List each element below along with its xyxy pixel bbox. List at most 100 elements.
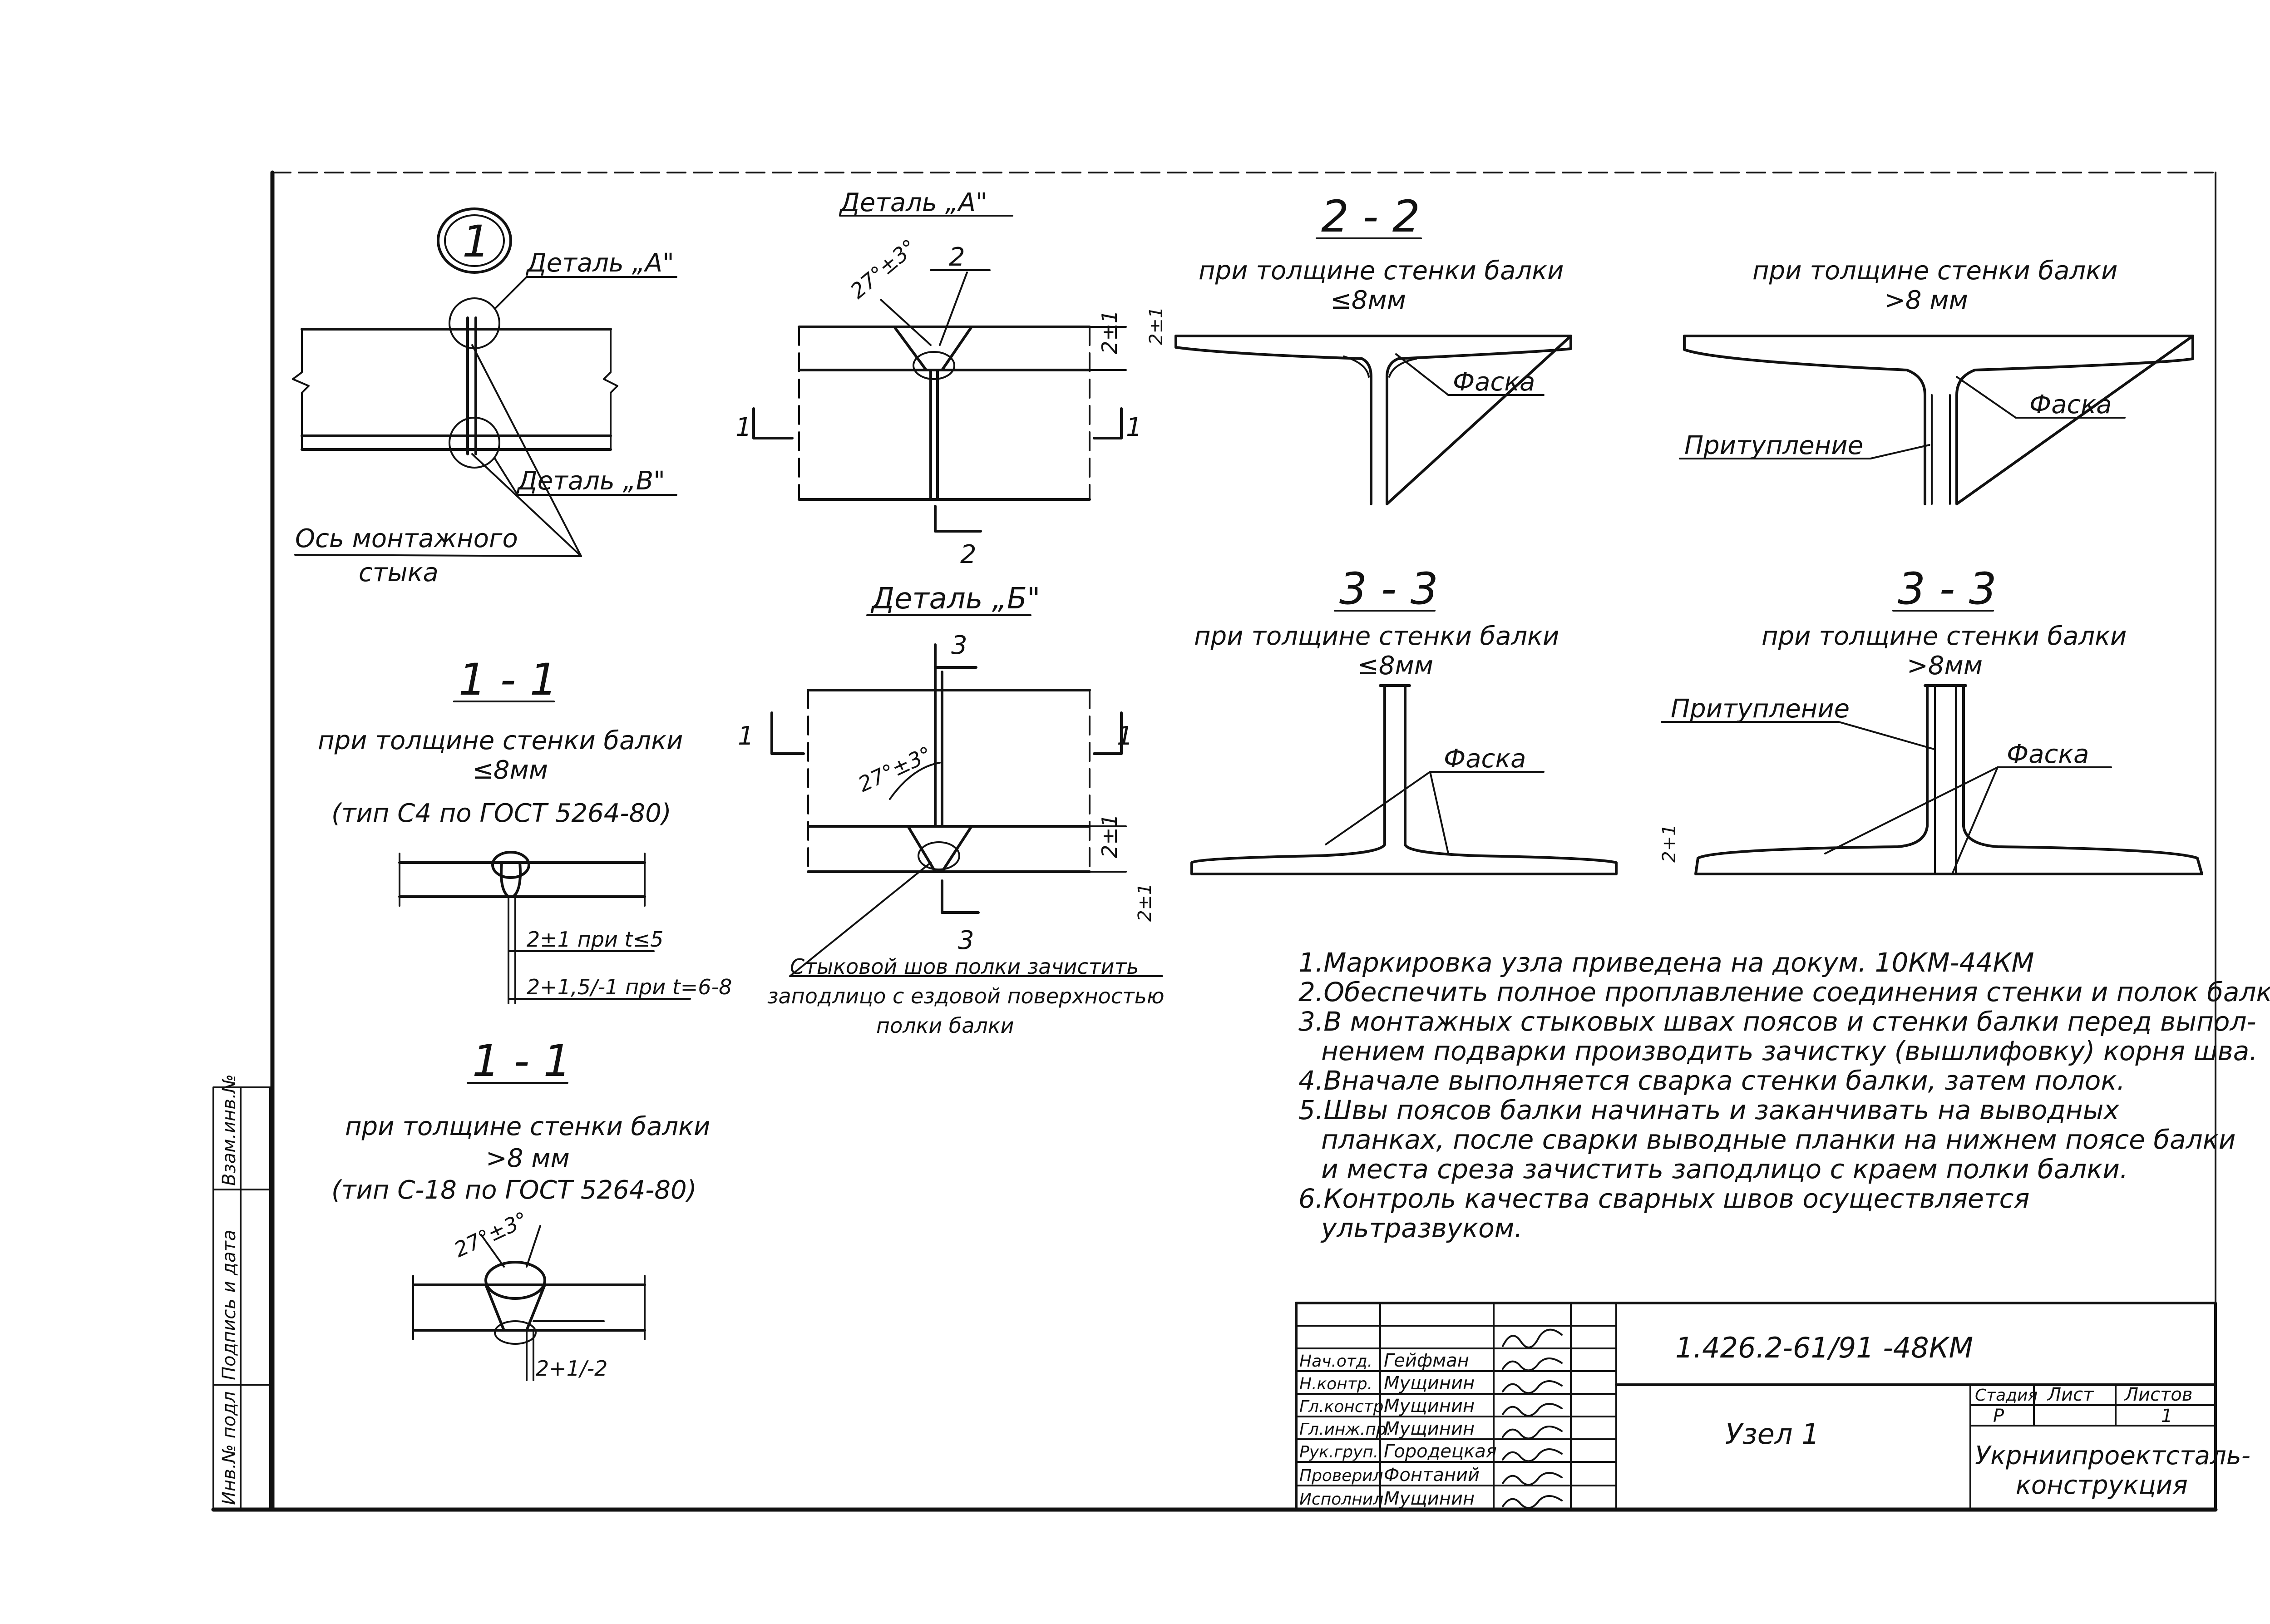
tb-role-4: Гл.инж.пр. [1299,1420,1392,1439]
detail-a: Деталь „A" 27°±3° 2 2 2±1 1 1 [735,188,1142,569]
section-33b-caption-1: при толщине стенки балки [1762,622,2127,651]
signatures [1502,1328,1563,1509]
section-22-a: 2 - 2 при толщине стенки балки ≤8мм Фаск… [1146,191,1572,505]
section-22b-blunting: Притупление [1684,431,1863,460]
section-11b-caption-3: (тип С-18 по ГОСТ 5264-80) [331,1175,697,1205]
section-22a-caption-1: при толщине стенки балки [1199,256,1564,286]
note-4: 4.Вначале выполняется сварка стенки балк… [1298,1065,2125,1096]
tb-sheets-header: Листов [2124,1384,2192,1405]
tb-role-7: Исполнил [1299,1490,1383,1509]
section-11-a: 1 - 1 при толщине стенки балки ≤8мм (тип… [318,654,732,1004]
tb-role-5: Рук.груп. [1299,1443,1378,1461]
tb-role-3: Гл.констр. [1299,1397,1389,1416]
section-33-b: 3 - 3 при толщине стенки балки >8мм Фаск… [1659,563,2203,875]
section-11b-caption-2: >8 мм [486,1144,570,1173]
tb-role-1: Нач.отд. [1299,1352,1372,1371]
detail-b-gap-2: 2±1 [1135,884,1155,922]
detail-a-title: Деталь „A" [839,188,987,217]
section-33a-caption-2: ≤8мм [1357,651,1433,681]
node-mark: 1 [462,216,490,267]
section-33a-caption-1: при толщине стенки балки [1194,622,1559,651]
tb-org-2: конструкция [2016,1471,2188,1500]
detail-b-cut-left: 1 [738,721,754,751]
section-33b-bevel: Фаска [2007,740,2089,769]
section-11a-dim-1: 2±1 при t≤5 [527,927,663,952]
note-3b: нением подварки производить зачистку (вы… [1321,1036,2258,1066]
section-33b-caption-2: >8мм [1907,651,1983,681]
section-22b-bevel: Фаска [2029,390,2112,420]
detail-v-callout: Деталь „B" [516,466,665,496]
section-11b-dim: 2+1/-2 [536,1356,607,1381]
detail-b-angle: 27°±3° [854,741,936,797]
stamp-sign-label: Подпись и дата [219,1230,240,1380]
section-11a-caption-2: ≤8мм [472,755,548,785]
tb-doc-code: 1.426.2-61/91 -48КМ [1675,1331,1973,1364]
note-6b: ультразвуком. [1320,1213,1523,1244]
tb-sheets-value: 1 [2161,1406,2172,1427]
detail-a-cut-right: 1 [1126,413,1142,442]
tb-sheet-header: Лист [2047,1384,2094,1405]
stamp-inv-label: Инв.№ подл [219,1391,240,1505]
tb-name-4: Мущинин [1384,1418,1475,1439]
section-33b-blunting: Притупление [1671,694,1850,724]
tb-name-1: Гейфман [1384,1350,1469,1371]
detail-b-cut-right: 1 [1117,721,1133,751]
tb-stage-value: Р [1993,1406,2004,1427]
axis-label-1: Ось монтажного [295,524,518,553]
section-11b-angle: 27°±3° [450,1207,532,1262]
section-33b-title: 3 - 3 [1898,563,1997,614]
section-11a-title: 1 - 1 [459,654,558,705]
tb-name-6: Фонтаний [1384,1465,1480,1486]
section-22b-caption-1: при толщине стенки балки [1752,256,2117,286]
tb-node-name: Узел 1 [1725,1417,1820,1451]
detail-b-cut-top: 3 [951,631,967,660]
detail-b: Деталь „Б" 3 27°±3° 2±1 2±1 1 1 3 Стыков… [738,582,1165,1038]
note-3: 3.В монтажных стыковых швах поясов и сте… [1298,1006,2256,1037]
detail-b-title: Деталь „Б" [870,582,1040,616]
tb-name-2: Мущинин [1384,1373,1475,1394]
section-11b-caption-1: при толщине стенки балки [345,1112,710,1141]
tb-name-7: Мущинин [1384,1488,1475,1509]
tb-role-2: Н.контр. [1299,1375,1372,1393]
section-22a-caption-2: ≤8мм [1330,286,1406,315]
section-22-b: при толщине стенки балки >8 мм Фаска При… [1679,256,2194,505]
stamp-replace-label: Взам.инв.№ [219,1074,240,1186]
note-1: 1.Маркировка узла приведена на докум. 10… [1298,947,2034,978]
section-33-a: 3 - 3 при толщине стенки балки ≤8мм Фаск… [1190,563,1618,875]
cleanup-note-3: полки балки [876,1013,1014,1038]
note-5c: и места среза зачистить заподлицо с крае… [1321,1154,2128,1185]
section-11-b: 1 - 1 при толщине стенки балки >8 мм (ти… [331,1036,710,1381]
side-stamp: Инв.№ подл Подпись и дата Взам.инв.№ [212,1074,271,1510]
node-overview: 1 Деталь „A" Деталь „B" Ось монтажного с… [292,207,677,587]
tb-stage-header: Стадия [1975,1386,2038,1405]
section-11a-caption-1: при толщине стенки балки [318,726,683,755]
note-2: 2.Обеспечить полное проплавление соедине… [1298,977,2270,1007]
note-6: 6.Контроль качества сварных швов осущест… [1298,1183,2029,1214]
section-33a-title: 3 - 3 [1339,563,1438,614]
section-22b-caption-2: >8 мм [1884,286,1968,315]
axis-label-2: стыка [359,558,439,587]
section-22a-bevel: Фаска [1453,367,1535,397]
note-5b: планках, после сварки выводные планки на… [1321,1124,2235,1155]
detail-a-angle: 27°±3° [845,234,921,303]
cleanup-note-2: заподлицо с ездовой поверхностью [767,984,1165,1008]
tb-name-3: Мущинин [1384,1396,1475,1417]
detail-b-cut-bottom: 3 [958,926,974,955]
section-22a-dim: 2±1 [1146,307,1167,345]
section-33a-bevel: Фаска [1444,744,1526,774]
node-mark-circle [437,207,512,274]
detail-a-gap: 2±1 [1097,310,1122,354]
detail-a-callout: Деталь „A" [525,248,674,278]
note-5: 5.Швы поясов балки начинать и заканчиват… [1298,1095,2119,1125]
section-11a-caption-3: (тип С4 по ГОСТ 5264-80) [331,799,671,828]
detail-a-cut-top: 2 [949,242,965,272]
tb-org-1: Укрниипроектсталь- [1975,1441,2250,1471]
tb-name-5: Городецкая [1384,1441,1497,1462]
section-33b-dim: 2+1 [1659,824,1680,863]
tb-role-6: Проверил [1299,1466,1383,1485]
title-block: Нач.отд. Гейфман Н.контр. Мущинин Гл.кон… [1295,1302,2250,1511]
section-11b-title: 1 - 1 [472,1036,571,1086]
section-22-title: 2 - 2 [1321,191,1420,242]
detail-b-gap: 2±1 [1097,814,1122,858]
